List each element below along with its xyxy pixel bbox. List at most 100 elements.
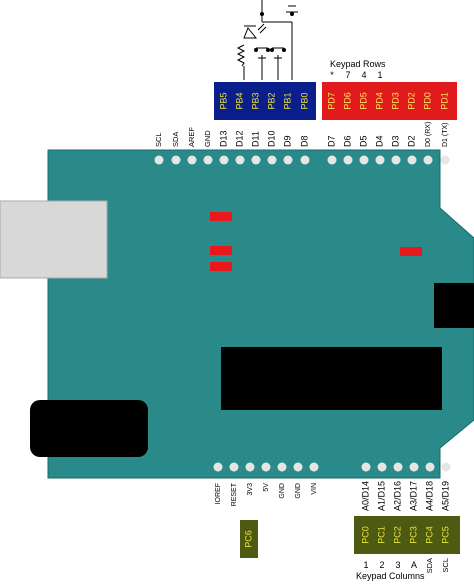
- keypad-columns-title: Keypad Columns: [356, 571, 425, 581]
- usb-connector: [0, 200, 108, 279]
- port-c-pin-label: PC1: [376, 526, 386, 544]
- port-d-pin-label: PD0: [422, 92, 432, 110]
- port-b-pin-label: PB1: [282, 92, 292, 109]
- diode-symbol: [243, 25, 258, 39]
- port-d-pin-label: PD2: [406, 92, 416, 110]
- header-pad: [425, 462, 435, 472]
- power-pin-label: VIN: [311, 483, 318, 495]
- port-d-block: [322, 82, 457, 120]
- power-header-labels: IOREF RESET 3V3 5V GND GND VIN: [215, 482, 318, 506]
- led: [210, 212, 232, 221]
- switch-contact: [266, 48, 270, 52]
- keypad-switch-schematic: [236, 0, 298, 80]
- port-c-pin-label: PC3: [408, 526, 418, 544]
- led: [210, 262, 232, 271]
- header-pin-label: D4: [374, 135, 384, 147]
- header-pin-label: D10: [266, 130, 276, 147]
- header-pin-label: D6: [342, 135, 352, 147]
- power-pin-label: IOREF: [215, 483, 222, 504]
- switch-contact: [290, 12, 294, 16]
- reset-port-block: [240, 520, 258, 558]
- port-d-pin-label: PD6: [342, 92, 352, 110]
- header-pin-label: D1 (TX): [442, 123, 449, 148]
- header-pad: [267, 155, 277, 165]
- header-pad: [219, 155, 229, 165]
- header-pin-label: GND: [203, 130, 212, 147]
- keypad-column-mark: A: [411, 560, 417, 570]
- header-pin-label: SCL: [154, 132, 163, 147]
- led: [210, 246, 232, 255]
- keypad-row-mark: 4: [361, 70, 366, 80]
- header-pad: [213, 462, 223, 472]
- header-pin-label: D3: [390, 135, 400, 147]
- power-pin-label: RESET: [231, 482, 238, 506]
- top-header-pads: [154, 155, 450, 165]
- port-b-pin-label: PB5: [218, 92, 228, 109]
- keypad-column-mark: SDA: [425, 558, 434, 573]
- keypad-rows-title: Keypad Rows: [330, 59, 386, 69]
- header-pad: [154, 155, 164, 165]
- switch-contact: [254, 48, 258, 52]
- header-pad: [245, 462, 255, 472]
- keypad-column-mark: 1: [363, 560, 368, 570]
- header-pad: [391, 155, 401, 165]
- keypad-row-mark: *: [330, 70, 334, 80]
- header-pad: [407, 155, 417, 165]
- header-pad: [377, 462, 387, 472]
- usb-interface-chip: [434, 283, 474, 328]
- header-pin-label: D12: [234, 130, 244, 147]
- header-pad: [409, 462, 419, 472]
- header-pad: [235, 155, 245, 165]
- port-d-pin-label: PD4: [374, 92, 384, 110]
- power-pin-label: 3V3: [247, 483, 254, 496]
- port-b-block: [214, 82, 316, 120]
- header-pad: [309, 462, 319, 472]
- power-jack: [30, 400, 148, 457]
- port-c-pin-label: PC2: [392, 526, 402, 544]
- header-pin-label: D0 (RX): [425, 122, 432, 147]
- header-pad: [300, 155, 310, 165]
- header-pad: [283, 155, 293, 165]
- header-pin-label: D7: [326, 135, 336, 147]
- led: [400, 247, 422, 256]
- board-leds: [210, 212, 422, 271]
- header-pad: [261, 462, 271, 472]
- port-c-pin-label: PC4: [424, 526, 434, 544]
- header-pin-label: SDA: [171, 132, 180, 147]
- port-b-pin-label: PB4: [234, 92, 244, 109]
- power-pin-label: 5V: [263, 483, 270, 492]
- switch-contacts: [254, 12, 294, 52]
- switch-contact: [270, 48, 274, 52]
- port-d-pin-label: PD5: [358, 92, 368, 110]
- header-pin-label: D11: [250, 131, 260, 147]
- header-pad: [277, 462, 287, 472]
- power-pin-label: GND: [279, 483, 286, 499]
- header-pad: [293, 462, 303, 472]
- header-pad: [359, 155, 369, 165]
- header-pad: [203, 155, 213, 165]
- header-pad: [171, 155, 181, 165]
- header-pin-label: D8: [299, 135, 309, 147]
- port-d-pin-label: PD1: [439, 92, 449, 110]
- diode-arrow: [257, 23, 267, 34]
- bottom-header-pads: [213, 462, 451, 472]
- analog-pin-label: A3/D17: [408, 481, 418, 511]
- header-pad: [361, 462, 371, 472]
- keypad-column-mark: 2: [379, 560, 384, 570]
- header-pin-label: AREF: [187, 127, 196, 147]
- power-pin-label: GND: [295, 483, 302, 499]
- header-pad: [423, 155, 433, 165]
- port-d-pin-label: PD3: [390, 92, 400, 110]
- port-d-pin-label: PD7: [326, 92, 336, 110]
- port-d-labels: PD7 PD6 PD5 PD4 PD3 PD2 PD0 PD1: [326, 92, 449, 110]
- port-b-pin-label: PB2: [266, 92, 276, 109]
- port-c-block: [354, 516, 460, 554]
- port-b-pin-label: PB3: [250, 92, 260, 109]
